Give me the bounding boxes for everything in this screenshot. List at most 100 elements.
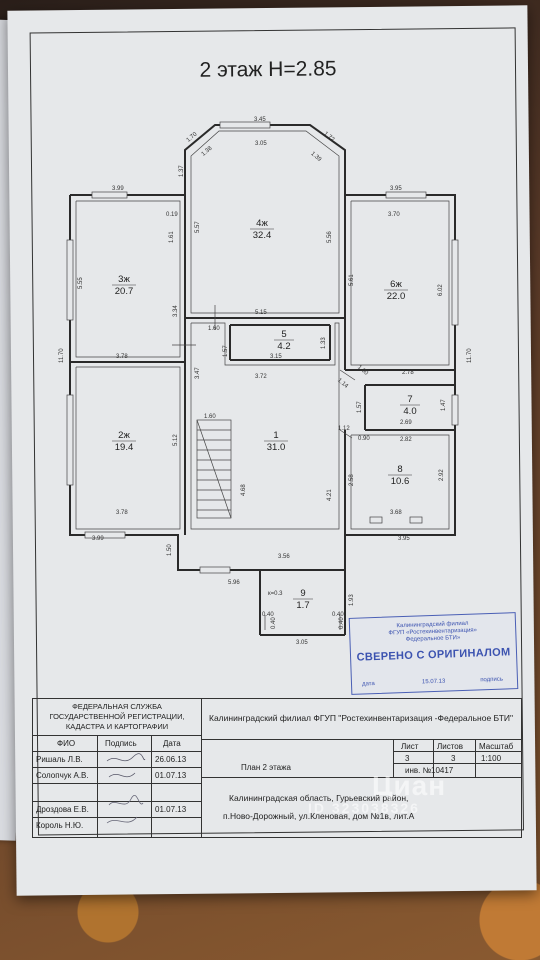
verified-stamp: Калининградский филиал ФГУП «Ростехинвен…	[348, 612, 519, 695]
dim-label: 3.99	[112, 186, 124, 192]
dim-label: 2.69	[400, 420, 412, 426]
dim-label: 3.47	[195, 367, 201, 379]
dim-label: 5.96	[228, 580, 240, 586]
dim-label: 0.90	[358, 436, 370, 442]
dim-label: 3.34	[173, 305, 179, 317]
dim-label: 1.57	[223, 345, 229, 357]
person-date: 26.06.13	[155, 755, 187, 764]
dim-label: 3.68	[390, 510, 402, 516]
watermark-id: ID 323038326	[308, 800, 420, 816]
dim-label: 1.12	[338, 426, 350, 432]
room-number: 5	[281, 329, 286, 340]
col-header-date: Дата	[163, 739, 181, 748]
cian-watermark: Циан ID 323038326	[308, 770, 447, 816]
room-area: 22.0	[387, 291, 406, 302]
room-area: 32.4	[253, 230, 272, 241]
room-area: 19.4	[115, 442, 134, 453]
room-number: 7	[407, 394, 412, 405]
dim-label: 0.40	[271, 617, 277, 629]
agency-name: ФЕДЕРАЛЬНАЯ СЛУЖБА ГОСУДАРСТВЕННОЙ РЕГИС…	[49, 702, 185, 731]
person-name: Дроздова Е.В.	[36, 805, 89, 814]
room-area: 31.0	[267, 442, 286, 453]
dim-label: 3.72	[255, 374, 267, 380]
dim-label: 0.19	[166, 212, 178, 218]
dim-label: 1.39	[309, 151, 322, 164]
dim-label: 3.15	[270, 354, 282, 360]
dim-label: 1.93	[349, 594, 355, 606]
header-listov: Листов	[437, 742, 463, 751]
dim-label: 3.05	[296, 640, 308, 646]
address-line: п.Ново-Дорожный, ул.Кленовая, дом №1в, л…	[223, 811, 415, 821]
dim-label: 5.56	[327, 231, 333, 243]
dim-label: 5.15	[255, 310, 267, 316]
dim-label: 1.14	[336, 378, 349, 391]
dim-label: 1.33	[321, 337, 327, 349]
dim-label: 5.61	[349, 274, 355, 286]
title-block: ФЕДЕРАЛЬНАЯ СЛУЖБА ГОСУДАРСТВЕННОЙ РЕГИС…	[32, 698, 522, 838]
watermark-brand: Циан	[372, 770, 447, 801]
dim-label: 0.40	[339, 617, 345, 629]
dim-label: 1.60	[204, 414, 216, 420]
inventory-label: инв. №	[405, 766, 432, 775]
address-line: Калининградская область, Гурьевский райо…	[229, 793, 409, 803]
room-number: 3ж	[118, 274, 130, 285]
dim-label: 0.40	[332, 612, 344, 618]
dim-label: 4.68	[241, 484, 247, 496]
dim-label: 3.78	[116, 354, 128, 360]
dim-label: 11.70	[467, 348, 473, 363]
room-area: 4.2	[277, 341, 290, 352]
dim-label: 1.60	[208, 326, 220, 332]
dim-label: 1.57	[357, 401, 363, 413]
dim-label: 3.95	[398, 536, 410, 542]
dim-label: 3.45	[254, 117, 266, 123]
room-area: 4.0	[403, 406, 416, 417]
room-number: 1	[273, 430, 278, 441]
room-area: 20.7	[115, 286, 134, 297]
dim-label: 5.55	[78, 277, 84, 289]
dim-label: 1.38	[201, 145, 214, 158]
person-date: 01.07.13	[155, 805, 187, 814]
stamp-date-label: дата	[361, 681, 375, 688]
room-number: 6ж	[390, 279, 402, 290]
signatures	[106, 753, 146, 824]
stamp-main-text: СВЕРЕНО С ОРИГИНАЛОМ	[356, 646, 511, 664]
dim-label: 1.50	[167, 544, 173, 556]
dim-label: 5.12	[173, 434, 179, 446]
dim-label: 0.40	[262, 612, 274, 618]
room-number: 4ж	[256, 218, 268, 229]
person-name: Солопчук А.В.	[36, 771, 89, 780]
dim-label: 3.70	[388, 212, 400, 218]
value-list: 3	[405, 754, 410, 763]
dim-label: 3.05	[255, 141, 267, 147]
col-header-sign: Подпись	[105, 739, 137, 748]
dim-label: 2.82	[400, 437, 412, 443]
dim-label: 2.92	[439, 469, 445, 481]
dim-label: 3.78	[116, 510, 128, 516]
dim-label: 1.00	[356, 365, 369, 378]
room-number: 2ж	[118, 430, 130, 441]
inventory-value: 10417	[431, 766, 454, 775]
room-area: 1.7	[296, 600, 309, 611]
dim-label: 1.47	[441, 399, 447, 411]
value-scale: 1:100	[481, 754, 502, 763]
header-list: Лист	[401, 742, 419, 751]
header-scale: Масштаб	[479, 742, 514, 751]
plan-name: План 2 этажа	[241, 763, 291, 772]
dim-label: 4.21	[327, 489, 333, 501]
dim-label: к=0.3	[268, 591, 283, 597]
dim-label: 3.99	[92, 536, 104, 542]
room-area: 10.6	[391, 476, 410, 487]
stamp-sign-label: подпись	[480, 676, 504, 684]
dim-label: 1.37	[179, 165, 185, 177]
organization-name: Калининградский филиал ФГУП "Ростехинвен…	[209, 713, 514, 723]
value-listov: 3	[451, 754, 456, 763]
dim-label: 5.57	[195, 221, 201, 233]
person-name: Король Н.Ю.	[36, 821, 84, 830]
col-header-fio: ФИО	[57, 739, 76, 748]
dim-label: 6.02	[438, 284, 444, 296]
outer-wall	[69, 124, 456, 571]
dim-label: 11.70	[59, 348, 65, 363]
dim-label: 3.56	[278, 554, 290, 560]
dim-label: 1.70	[186, 131, 199, 144]
